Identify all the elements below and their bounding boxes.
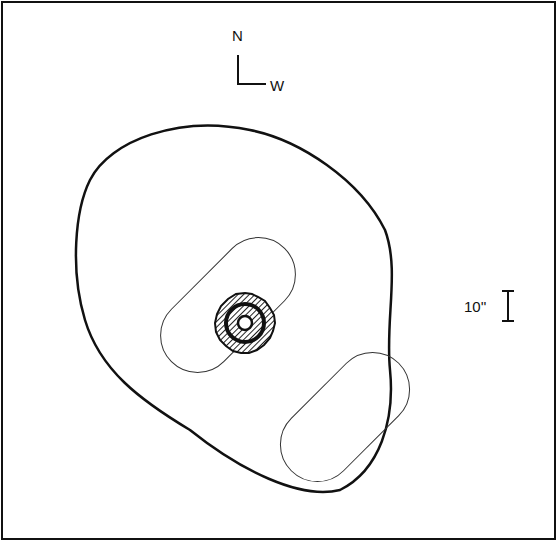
scale-tick <box>502 290 514 292</box>
scale-tick <box>502 320 514 322</box>
outer-contour <box>76 126 392 492</box>
inner-contour <box>226 304 264 342</box>
slit-aperture <box>265 337 425 497</box>
scale-bar <box>507 291 509 321</box>
hatched-core <box>215 293 275 353</box>
compass-arrows <box>238 55 266 84</box>
scale-label: 10'' <box>464 299 486 314</box>
nucleus <box>238 316 252 330</box>
north-label: N <box>232 28 243 43</box>
west-label: W <box>270 78 284 93</box>
slit-aperture <box>145 222 310 387</box>
